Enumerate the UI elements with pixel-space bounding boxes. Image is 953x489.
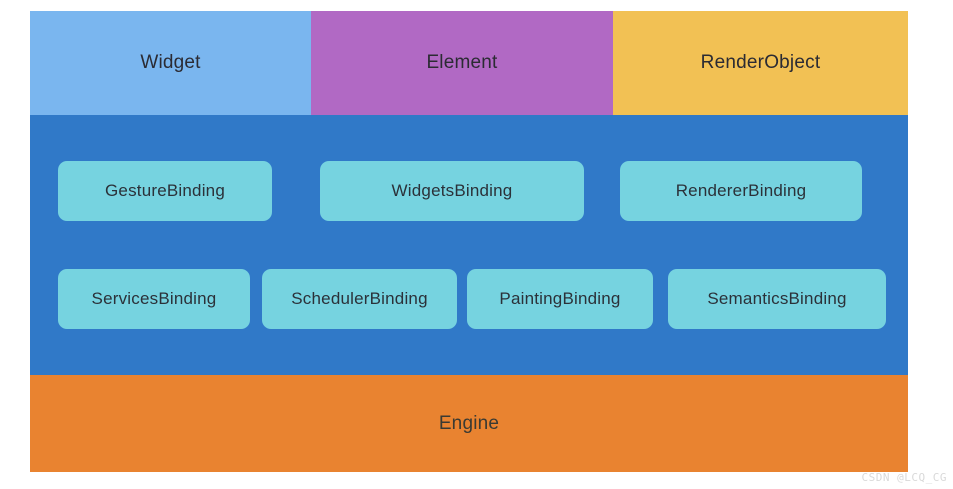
layer-cell-widget-label: Widget [140, 52, 201, 73]
layer-cell-engine-label: Engine [438, 412, 500, 434]
binding-box-services: ServicesBinding [58, 269, 250, 329]
layer-cell-renderobject-label: RenderObject [700, 52, 821, 73]
layer-cell-engine: Engine [30, 375, 908, 472]
binding-box-renderer-label: RendererBinding [675, 181, 807, 200]
binding-box-renderer: RendererBinding [620, 161, 862, 221]
layer-cell-element-label: Element [426, 52, 498, 73]
binding-box-semantics: SemanticsBinding [668, 269, 886, 329]
bindings-row-1: GestureBinding WidgetsBinding RendererBi… [58, 161, 880, 221]
top-layer-row: Widget Element RenderObject [30, 11, 908, 115]
watermark: CSDN @LCQ_CG [861, 471, 947, 484]
binding-box-services-label: ServicesBinding [91, 289, 217, 308]
binding-box-semantics-label: SemanticsBinding [707, 289, 847, 308]
layer-cell-widget: Widget [30, 11, 311, 115]
binding-box-gesture: GestureBinding [58, 161, 272, 221]
bindings-row-2: ServicesBinding SchedulerBinding Paintin… [58, 269, 886, 329]
flutter-architecture-diagram: Widget Element RenderObject GestureBindi… [30, 11, 908, 472]
binding-box-scheduler: SchedulerBinding [262, 269, 457, 329]
binding-box-gesture-label: GestureBinding [105, 181, 225, 200]
layer-cell-renderobject: RenderObject [613, 11, 908, 115]
binding-box-widgets: WidgetsBinding [320, 161, 584, 221]
binding-box-painting-label: PaintingBinding [499, 289, 621, 308]
binding-box-widgets-label: WidgetsBinding [391, 181, 513, 200]
bindings-layer: GestureBinding WidgetsBinding RendererBi… [30, 115, 908, 375]
binding-box-painting: PaintingBinding [467, 269, 653, 329]
layer-cell-element: Element [311, 11, 613, 115]
binding-box-scheduler-label: SchedulerBinding [291, 289, 428, 308]
